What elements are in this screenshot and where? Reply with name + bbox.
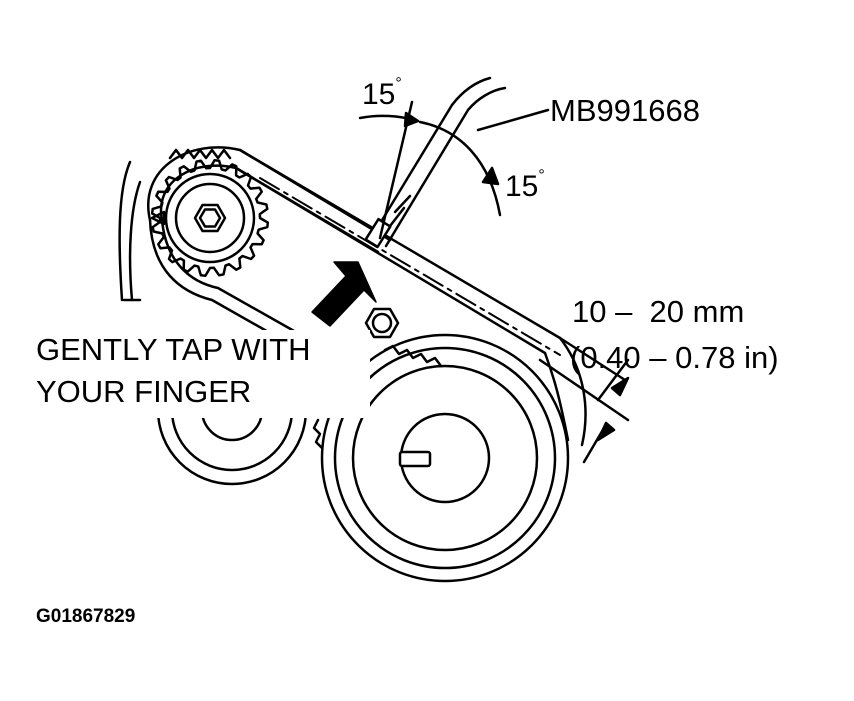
tool-leader-line xyxy=(476,108,550,132)
crankshaft-pulley xyxy=(320,333,570,583)
angle-top-value: 15 xyxy=(362,78,396,111)
keyway xyxy=(398,450,432,468)
deflection-label-imperial: (0.40 – 0.78 in) xyxy=(570,340,779,375)
angle-indicator-top xyxy=(358,100,420,240)
belt-centerline xyxy=(259,177,561,356)
deflection-dimension xyxy=(538,336,630,464)
angle-top-label: 15° xyxy=(362,76,402,111)
angle-right-value: 15 xyxy=(505,170,539,203)
deflection-label-metric: 10 – 20 mm xyxy=(572,294,745,329)
instruction-line-2: YOUR FINGER xyxy=(36,374,252,409)
degree-symbol: ° xyxy=(395,75,402,92)
instruction-backdrop xyxy=(30,330,370,418)
tensioner-nut xyxy=(364,307,400,339)
angle-indicator-right xyxy=(418,120,502,217)
instruction-line-1: GENTLY TAP WITH xyxy=(36,332,311,367)
figure-id: G01867829 xyxy=(36,606,136,627)
angle-right-label: 15° xyxy=(505,168,545,203)
timing-belt xyxy=(147,146,587,450)
engine-edge-lines xyxy=(118,160,142,302)
degree-symbol: ° xyxy=(538,167,545,184)
camshaft-sprocket xyxy=(150,158,270,278)
tool-label: MB991668 xyxy=(550,93,700,128)
tap-direction-arrow xyxy=(311,261,377,327)
